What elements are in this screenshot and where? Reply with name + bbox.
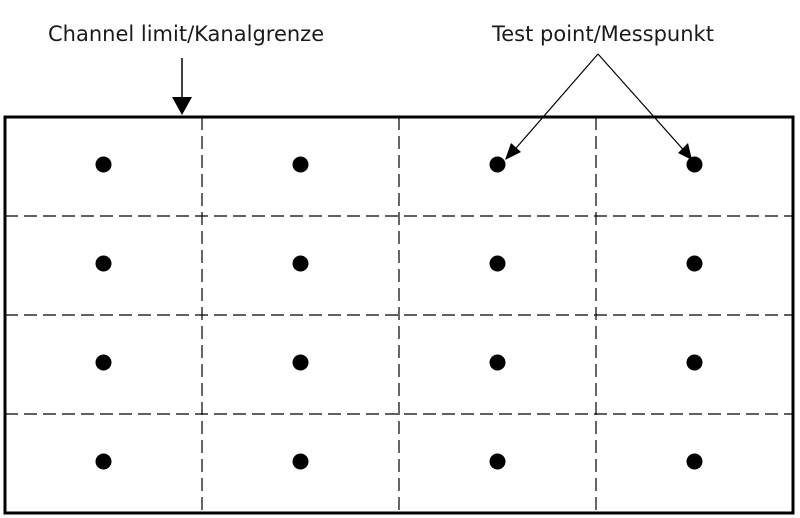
test-point bbox=[95, 354, 112, 371]
test-points bbox=[95, 156, 703, 470]
channel-limit-arrowhead bbox=[172, 97, 192, 115]
test-point bbox=[489, 156, 506, 173]
test-point-arrowhead-left bbox=[505, 143, 521, 160]
test-point bbox=[686, 354, 703, 371]
test-point-label: Test point/Messpunkt bbox=[491, 22, 714, 46]
test-point bbox=[686, 255, 703, 272]
channel-limit-label: Channel limit/Kanalgrenze bbox=[48, 22, 324, 46]
test-point bbox=[292, 156, 309, 173]
test-point bbox=[292, 354, 309, 371]
test-point bbox=[686, 156, 703, 173]
test-point bbox=[489, 354, 506, 371]
test-point bbox=[95, 255, 112, 272]
test-point-arrow-right bbox=[597, 53, 689, 156]
test-point bbox=[95, 453, 112, 470]
test-point-arrow-left bbox=[509, 53, 599, 156]
test-point bbox=[95, 156, 112, 173]
test-point bbox=[292, 255, 309, 272]
test-point bbox=[292, 453, 309, 470]
test-point bbox=[686, 453, 703, 470]
test-point bbox=[489, 453, 506, 470]
test-point-arrowhead-right bbox=[678, 143, 692, 160]
test-point bbox=[489, 255, 506, 272]
grid-lines bbox=[5, 117, 793, 513]
